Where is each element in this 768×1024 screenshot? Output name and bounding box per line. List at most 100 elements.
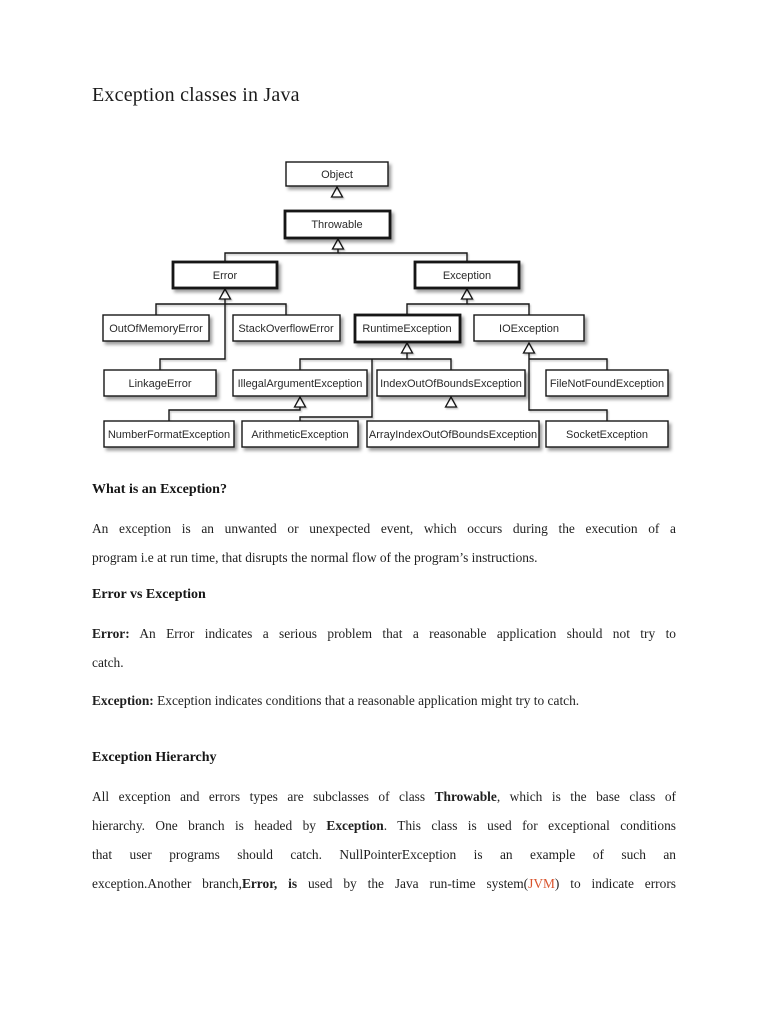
class-box-numberformatexception: NumberFormatException (103, 420, 235, 448)
class-box-label: OutOfMemoryError (109, 323, 203, 335)
class-box-label: IndexOutOfBoundsException (380, 378, 522, 390)
class-box (353, 313, 462, 344)
page-title: Exception classes in Java (92, 84, 300, 106)
class-box (473, 314, 585, 342)
class-box (103, 420, 235, 448)
text-run: All exception and errors types are subcl… (92, 789, 435, 804)
text-run: An Error indicates a serious problem tha… (129, 626, 676, 641)
text-run: program i.e at run time, that disrupts t… (92, 550, 538, 565)
class-box-label: StackOverflowError (238, 323, 334, 335)
arrowhead-to-exception (460, 287, 474, 300)
class-box (413, 260, 521, 290)
edge-oom-soe-error (155, 303, 287, 315)
class-box-stackoverflowerror: StackOverflowError (232, 314, 341, 342)
class-box-label: Object (321, 169, 353, 181)
text-line: program i.e at run time, that disrupts t… (92, 543, 676, 572)
class-box (103, 369, 217, 397)
text-run: that user programs should catch. NullPoi… (92, 847, 676, 862)
class-box-label: RuntimeException (362, 323, 451, 335)
class-box (241, 420, 359, 448)
class-box-label: LinkageError (129, 378, 192, 390)
class-box-outofmemoryerror: OutOfMemoryError (102, 314, 210, 342)
class-box-runtimeexception: RuntimeException (353, 313, 462, 344)
edge-numberformat-iae (168, 407, 301, 421)
text-run: . This class is used for exceptional con… (383, 818, 676, 833)
class-box (366, 420, 540, 448)
class-box (376, 369, 526, 397)
inheritance-edges (155, 197, 608, 421)
class-box-filenotfoundexception: FileNotFoundException (545, 369, 669, 397)
arrowhead-to-ioexception (522, 341, 536, 354)
text-line: Exception: Exception indicates condition… (92, 686, 676, 715)
text-line: exception.Another branch,Error, is used … (92, 869, 676, 898)
paragraph-exception-definition: Exception: Exception indicates condition… (92, 686, 676, 715)
text-line: All exception and errors types are subcl… (92, 782, 676, 811)
text-line: hierarchy. One branch is headed by Excep… (92, 811, 676, 840)
text-run: exception.Another branch, (92, 876, 242, 891)
arrowhead-to-throwable (331, 237, 345, 250)
text-run: , which is the base class of (496, 789, 676, 804)
edge-re-ioe-exception (406, 299, 530, 315)
paragraph-what-is-an-exception: An exception is an unwanted or unexpecte… (92, 514, 676, 572)
jvm-link[interactable]: JVM (528, 876, 555, 891)
edge-linkageerror-error (159, 299, 226, 370)
class-box-label: Error (213, 270, 238, 282)
text-run: An exception is an unwanted or unexpecte… (92, 521, 676, 536)
class-box-socketexception: SocketException (545, 420, 669, 448)
class-box-indexoutofboundsexception: IndexOutOfBoundsException (376, 369, 526, 397)
class-box (545, 420, 669, 448)
arrowhead-to-illegalargument (293, 395, 307, 408)
class-box (232, 314, 341, 342)
class-box (102, 314, 210, 342)
class-box-object: Object (285, 161, 389, 187)
text-line: catch. (92, 648, 676, 677)
class-box-exception: Exception (413, 260, 521, 290)
class-box-throwable: Throwable (283, 209, 392, 240)
text-run: Error: (92, 626, 130, 641)
class-box (283, 209, 392, 240)
edge-iae-ioobe-runtime (299, 353, 452, 370)
class-box (545, 369, 669, 397)
paragraph-exception-hierarchy: All exception and errors types are subcl… (92, 782, 676, 898)
exception-hierarchy-diagram: Object Throwable Error Exception OutOfMe… (95, 155, 675, 460)
class-box-label: SocketException (566, 429, 648, 441)
inheritance-arrowheads (218, 185, 536, 408)
class-box-label: ArrayIndexOutOfBoundsException (369, 429, 537, 441)
heading-what-is-an-exception: What is an Exception? (92, 482, 227, 497)
arrowhead-to-error (218, 287, 232, 300)
text-line: Error: An Error indicates a serious prob… (92, 619, 676, 648)
class-box-label: NumberFormatException (108, 429, 230, 441)
text-run: Exception: (92, 693, 154, 708)
arrowhead-to-runtimeexception (400, 341, 414, 354)
heading-error-vs-exception: Error vs Exception (92, 587, 206, 602)
class-box-illegalargumentexception: IllegalArgumentException (232, 369, 368, 397)
class-box-label: ArithmeticException (251, 429, 348, 441)
text-run: Throwable (434, 789, 497, 804)
text-run: Exception (326, 818, 384, 833)
class-box-error: Error (171, 260, 279, 290)
text-run: Exception indicates conditions that a re… (153, 693, 580, 708)
edge-arithmetic-runtime (299, 359, 373, 421)
class-box-label: FileNotFoundException (550, 378, 664, 390)
text-line: that user programs should catch. NullPoi… (92, 840, 676, 869)
class-box-linkageerror: LinkageError (103, 369, 217, 397)
edge-error-exception-throwable (224, 249, 468, 262)
class-box-arrayindexoutofboundsexception: ArrayIndexOutOfBoundsException (366, 420, 540, 448)
class-box-label: Exception (443, 270, 491, 282)
text-run: Error, is (241, 876, 298, 891)
text-line: An exception is an unwanted or unexpecte… (92, 514, 676, 543)
arrowhead-to-object (330, 185, 344, 198)
arrowhead-to-indexoutofbounds (444, 395, 458, 408)
text-run: hierarchy. One branch is headed by (92, 818, 327, 833)
heading-exception-hierarchy: Exception Hierarchy (92, 750, 217, 765)
paragraph-error-definition: Error: An Error indicates a serious prob… (92, 619, 676, 677)
class-box (285, 161, 389, 187)
class-box (171, 260, 279, 290)
hierarchy-svg: Object Throwable Error Exception OutOfMe… (102, 161, 669, 448)
class-box-label: IOException (499, 323, 559, 335)
class-box-ioexception: IOException (473, 314, 585, 342)
class-box (232, 369, 368, 397)
class-box-label: IllegalArgumentException (238, 378, 363, 390)
text-run: used by the Java run-time system( (297, 876, 529, 891)
